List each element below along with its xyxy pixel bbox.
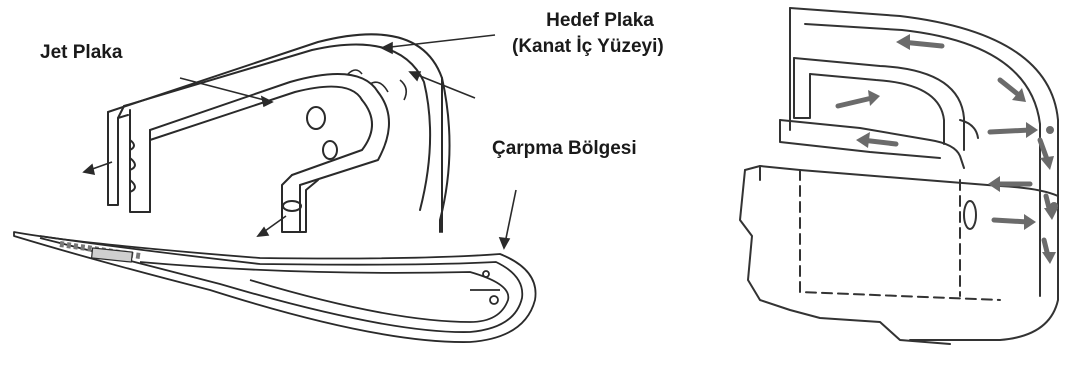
target-plate-label-line2: (Kanat İç Yüzeyi)	[512, 36, 664, 58]
jet-plate-label: Jet Plaka	[40, 42, 122, 64]
airfoil-section	[14, 232, 536, 342]
target-plate-label-line1: Hedef Plaka	[525, 10, 675, 32]
right-flow-arrows	[838, 34, 1058, 264]
jet-plate-section	[108, 34, 450, 232]
impingement-zone-label: Çarpma Bölgesi	[492, 138, 637, 160]
right-cutaway	[740, 8, 1058, 344]
